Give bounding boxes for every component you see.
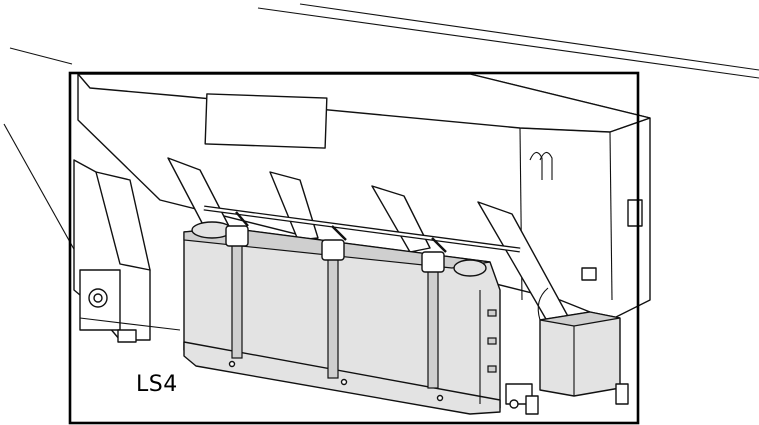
hopper-outline-lines [3,3,759,261]
strap-middle [321,225,347,379]
mounting-rod [203,205,521,253]
valve-fitting [505,383,539,415]
tank-ports [487,309,497,373]
left-frame-plates [73,159,181,343]
hopper-body [77,73,651,321]
callout-label: LS4 [136,372,178,397]
strap-left [225,211,249,359]
ratchet-straps [225,211,447,389]
strap-right [421,237,447,389]
deflector-plates [167,157,571,327]
callout-frame [68,71,640,425]
control-box [537,287,629,405]
